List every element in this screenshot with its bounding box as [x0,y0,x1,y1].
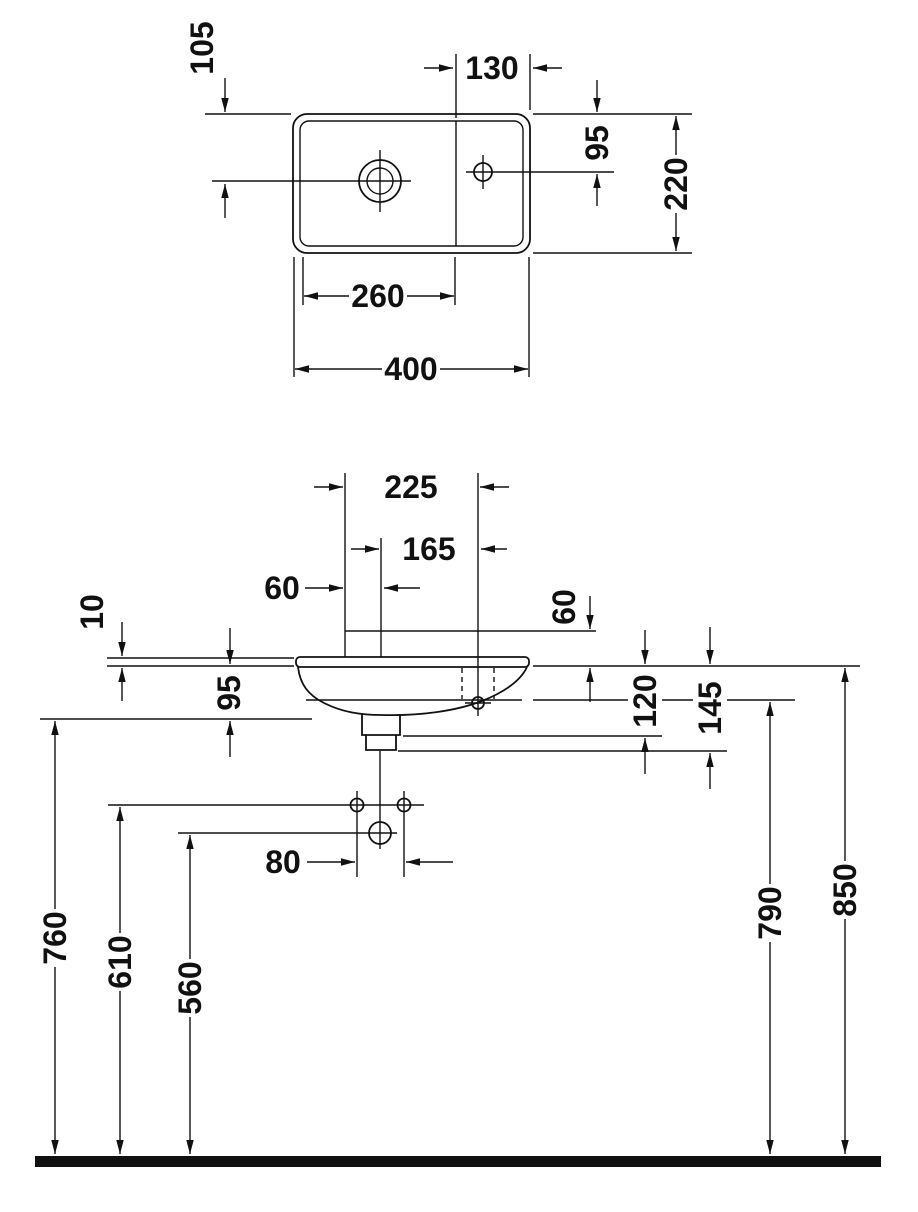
dim-depth-145: 145 [692,681,728,734]
sink-inner-rim [299,120,524,247]
dim-height-95: 95 [211,675,247,711]
dim-tap-offset: 95 [579,125,615,161]
dim-drain-span: 165 [402,531,455,567]
dim-floor-760: 760 [37,911,73,964]
sink-front-view [295,656,530,877]
dim-span-60: 60 [264,570,300,606]
dim-floor-560: 560 [172,961,208,1014]
dim-floor-850: 850 [827,863,863,916]
dim-deck-width: 130 [465,50,518,86]
drain-boss [361,714,401,736]
rim-band [295,656,530,668]
sink-top-view [212,113,614,254]
dim-overall-width: 400 [384,351,437,387]
dim-floor-790: 790 [752,886,788,939]
top-view-dimensions: 105 130 95 220 260 400 [184,21,694,387]
dim-floor-610: 610 [102,935,138,988]
dim-above-60: 60 [546,589,582,625]
sink-outer-outline [292,113,531,254]
dim-holes-80: 80 [265,844,301,880]
dim-drain-offset: 105 [184,21,220,74]
dim-tap-span: 225 [384,469,437,505]
dim-depth: 220 [658,157,694,210]
front-view-dimensions: 225 165 60 10 95 60 120 145 80 [37,469,863,1154]
basin-underside [297,666,528,717]
dim-depth-120: 120 [627,674,663,727]
dim-rim-10: 10 [74,594,110,630]
dim-bowl-width: 260 [351,278,404,314]
floor-line [35,1156,881,1167]
drain-outlet [365,735,397,751]
